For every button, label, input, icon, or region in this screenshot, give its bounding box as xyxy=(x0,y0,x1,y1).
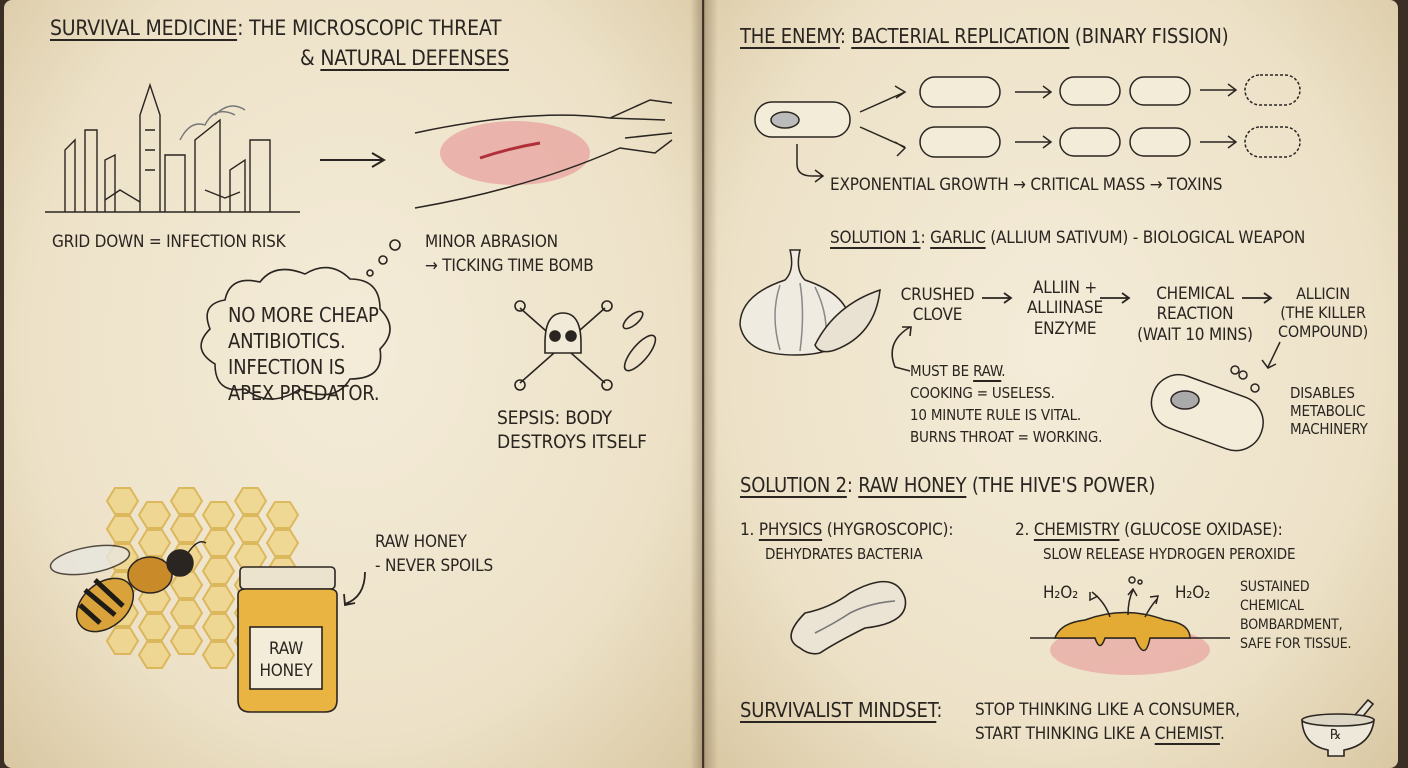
disables-caption: DISABLES METABOLIC MACHINERY xyxy=(1290,384,1368,438)
mindset-title: SURVIVALIST MINDSET: xyxy=(740,698,942,722)
honey-note-line2: - NEVER SPOILS xyxy=(375,556,493,576)
point2-title: 2. CHEMISTRY (GLUCOSE OXIDASE): xyxy=(1015,520,1283,540)
page-title: SURVIVAL MEDICINE: THE MICROSCOPIC THREA… xyxy=(50,16,501,41)
curved-arrow-icon xyxy=(891,326,912,372)
honey-note-line1: RAW HONEY xyxy=(375,532,467,552)
note-1a: MUST BE xyxy=(910,362,974,380)
solution2-a: SOLUTION 2 xyxy=(740,473,847,497)
solution1-d: (ALLIUM SATIVUM) - BIOLOGICAL WEAPON xyxy=(985,228,1306,248)
point2-c: (GLUCOSE OXIDASE): xyxy=(1119,520,1283,540)
solution1-a: SOLUTION 1 xyxy=(830,228,921,248)
flow-step-2: ALLIIN + ALLIINASE ENZYME xyxy=(1027,278,1103,339)
enemy-title-a: THE ENEMY xyxy=(740,24,840,48)
note-1b: RAW xyxy=(973,362,1002,380)
point2-a: 2. xyxy=(1015,520,1034,540)
enemy-title-d: (BINARY FISSION) xyxy=(1069,24,1229,48)
notebook-spine xyxy=(690,0,718,768)
solution2-c: RAW HONEY xyxy=(858,473,967,497)
honey-on-wound-icon xyxy=(1030,576,1230,675)
solution1-c: GARLIC xyxy=(930,228,986,248)
skull-crossbones-icon xyxy=(514,300,657,391)
mindset-line2: START THINKING LIKE A CHEMIST. xyxy=(975,724,1225,744)
wounded-arm-icon xyxy=(414,99,673,209)
binary-fission-diagram xyxy=(754,74,1301,183)
point1-c: (HYGROSCOPIC): xyxy=(822,520,954,540)
flow-arrows xyxy=(982,292,1273,304)
note-line-1: MUST BE RAW. xyxy=(910,360,1102,382)
h2o2-label-right: H₂O₂ xyxy=(1175,583,1210,603)
mindset-line2-a: START THINKING LIKE A xyxy=(975,724,1155,744)
solution1-b: : xyxy=(920,228,931,248)
damaged-bacterium-icon xyxy=(1150,341,1281,452)
subtitle-highlight: NATURAL DEFENSES xyxy=(320,46,509,70)
allicin-text: ALLICIN (THE KILLER COMPOUND) xyxy=(1277,284,1369,342)
solution1-title: SOLUTION 1: GARLIC (ALLIUM SATIVUM) - BI… xyxy=(830,228,1305,248)
rx-label: ℞ xyxy=(1330,727,1342,743)
point1-title: 1. PHYSICS (HYGROSCOPIC): xyxy=(740,520,953,540)
grid-down-caption: GRID DOWN = INFECTION RISK xyxy=(52,232,286,252)
dehydrated-bacterium-icon xyxy=(790,580,907,655)
title-highlight: SURVIVAL MEDICINE xyxy=(50,16,238,40)
thought-text: NO MORE CHEAP ANTIBIOTICS. INFECTION IS … xyxy=(228,303,380,405)
note-line-3: 10 MINUTE RULE IS VITAL. xyxy=(910,406,1082,424)
honey-jar-icon xyxy=(237,566,338,713)
h2o2-label-left: H₂O₂ xyxy=(1043,583,1078,603)
solution2-title: SOLUTION 2: RAW HONEY (THE HIVE'S POWER) xyxy=(740,473,1155,497)
page-subtitle: & NATURAL DEFENSES xyxy=(300,46,509,71)
mindset-a: SURVIVALIST MINDSET xyxy=(740,698,937,722)
sepsis-caption: SEPSIS: BODY DESTROYS ITSELF xyxy=(497,407,647,453)
point1-b: PHYSICS xyxy=(758,520,823,540)
note-line-4: BURNS THROAT = WORKING. xyxy=(910,428,1103,446)
note-1c: . xyxy=(1001,362,1006,380)
enemy-title: THE ENEMY: BACTERIAL REPLICATION (BINARY… xyxy=(740,24,1229,48)
mindset-line2-b: CHEMIST xyxy=(1154,724,1220,744)
arrow-right-icon xyxy=(320,152,386,168)
abrasion-caption-line2: → TICKING TIME BOMB xyxy=(425,256,594,276)
growth-caption: EXPONENTIAL GROWTH → CRITICAL MASS → TOX… xyxy=(830,175,1223,195)
point1-a: 1. xyxy=(740,520,759,540)
flow-step-4: ALLICIN (THE KILLER COMPOUND) xyxy=(1268,284,1378,342)
point2-b: CHEMISTRY xyxy=(1033,520,1120,540)
flow-step-3: CHEMICAL REACTION (WAIT 10 MINS) xyxy=(1137,284,1253,345)
ruined-city-icon xyxy=(45,82,300,213)
thought-cloud-icon xyxy=(200,239,401,400)
jar-label: RAW HONEY xyxy=(259,639,313,681)
mindset-line1: STOP THINKING LIKE A CONSUMER, xyxy=(975,700,1240,720)
bacterium-icon xyxy=(754,101,851,138)
bee-icon xyxy=(49,541,207,633)
solution2-b: : xyxy=(846,473,859,497)
mortar-pestle-icon xyxy=(1301,698,1375,757)
subtitle-amp: & xyxy=(300,46,321,70)
point2-desc: SLOW RELEASE HYDROGEN PEROXIDE xyxy=(1043,545,1296,563)
flow-step-1: CRUSHED CLOVE xyxy=(900,285,975,326)
title-rest: : THE MICROSCOPIC THREAT xyxy=(237,16,502,40)
abrasion-caption-line1: MINOR ABRASION xyxy=(425,232,558,252)
garlic-icon xyxy=(739,249,881,356)
mindset-b: : xyxy=(936,698,943,722)
solution2-d: (THE HIVE'S POWER) xyxy=(966,473,1156,497)
point1-desc: DEHYDRATES BACTERIA xyxy=(765,545,923,563)
enemy-title-c: BACTERIAL REPLICATION xyxy=(851,24,1070,48)
sustained-caption: SUSTAINED CHEMICAL BOMBARDMENT, SAFE FOR… xyxy=(1240,579,1352,652)
mindset-line2-c: . xyxy=(1219,724,1225,744)
enemy-title-b: : xyxy=(839,24,852,48)
garlic-notes: MUST BE RAW. COOKING = USELESS. 10 MINUT… xyxy=(910,360,1102,448)
note-line-2: COOKING = USELESS. xyxy=(910,384,1055,402)
curved-arrow-icon xyxy=(343,571,366,607)
